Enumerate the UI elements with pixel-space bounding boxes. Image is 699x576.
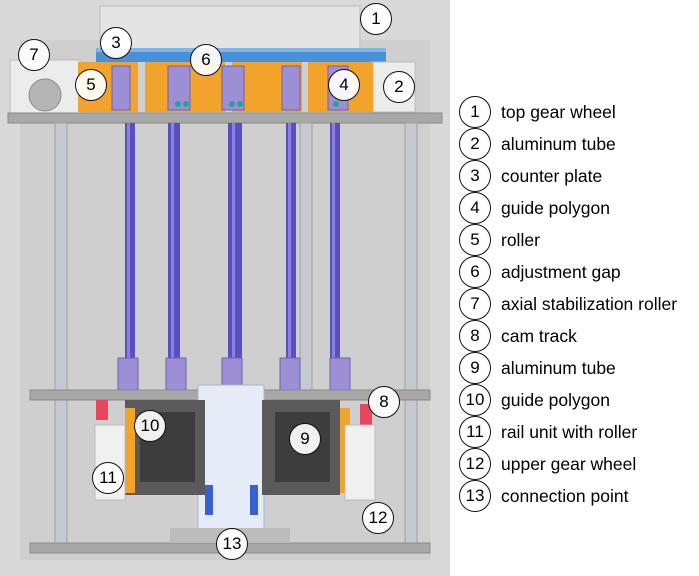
legend-number: 7	[459, 288, 491, 320]
legend-number: 9	[459, 352, 491, 384]
legend-number: 3	[459, 160, 491, 192]
callout-13: 13	[216, 528, 248, 560]
legend-label: guide polygon	[501, 389, 610, 410]
right-rail-unit	[344, 424, 376, 501]
center-connection-column	[197, 384, 265, 546]
callout-number: 11	[99, 468, 117, 487]
callout-11: 11	[92, 462, 124, 494]
legend-item: 11 rail unit with roller	[459, 416, 637, 448]
callout-6: 6	[190, 44, 222, 76]
legend-label: counter plate	[501, 165, 603, 186]
legend-item: 10 guide polygon	[459, 384, 610, 416]
callout-number: 9	[300, 429, 310, 448]
left-cam-track	[96, 400, 108, 420]
legend-label: upper gear wheel	[501, 453, 637, 474]
legend-number: 1	[459, 96, 491, 128]
legend-item: 13 connection point	[459, 480, 628, 512]
legend-label: axial stabilization roller	[501, 293, 678, 314]
legend-label: connection point	[501, 485, 629, 506]
legend-number: 10	[459, 384, 491, 416]
callout-8: 8	[368, 386, 400, 418]
callout-number: 1	[371, 9, 381, 28]
legend-number: 5	[459, 224, 491, 256]
callout-5: 5	[75, 69, 107, 101]
legend-label: adjustment gap	[501, 261, 621, 282]
legend-item: 1 top gear wheel	[459, 96, 616, 128]
legend-number: 2	[459, 128, 491, 160]
connection-inserts	[205, 485, 258, 515]
legend-number: 6	[459, 256, 491, 288]
callout-9: 9	[289, 423, 321, 455]
left-orange-strip	[125, 408, 135, 493]
callout-number: 8	[379, 392, 389, 411]
legend-item: 5 roller	[459, 224, 540, 256]
mechanism-render	[0, 0, 450, 576]
legend-item: 6 adjustment gap	[459, 256, 621, 288]
axial-roller-wheel	[28, 78, 62, 112]
legend-number: 8	[459, 320, 491, 352]
callout-number: 3	[111, 33, 121, 52]
legend-number: 11	[459, 416, 491, 448]
callout-number: 10	[140, 416, 160, 435]
legend-label: roller	[501, 229, 540, 250]
legend-label: aluminum tube	[501, 357, 616, 378]
callout-number: 6	[201, 50, 211, 69]
legend-label: cam track	[501, 325, 577, 346]
callout-number: 7	[29, 45, 39, 64]
callout-number: 12	[368, 508, 388, 527]
upper-plate	[7, 112, 443, 124]
lower-brackets	[117, 357, 351, 391]
legend-item: 4 guide polygon	[459, 192, 610, 224]
legend-item: 7 axial stabilization roller	[459, 288, 677, 320]
callout-7: 7	[18, 39, 50, 71]
legend-label: aluminum tube	[501, 133, 616, 154]
top-gear-wheel-highlight	[96, 48, 386, 52]
legend-item: 3 counter plate	[459, 160, 602, 192]
legend-label: rail unit with roller	[501, 421, 638, 442]
callout-10: 10	[134, 410, 166, 442]
support-columns	[54, 122, 418, 544]
legend-item: 8 cam track	[459, 320, 577, 352]
legend-label: guide polygon	[501, 197, 610, 218]
legend-number: 13	[459, 480, 491, 512]
callout-3: 3	[100, 27, 132, 59]
top-housing	[99, 5, 361, 55]
callout-number: 13	[222, 534, 242, 553]
callout-4: 4	[328, 69, 360, 101]
callout-number: 5	[86, 75, 96, 94]
callout-1: 1	[360, 3, 392, 35]
callout-number: 2	[394, 77, 404, 96]
callout-2: 2	[383, 71, 415, 103]
legend-item: 12 upper gear wheel	[459, 448, 636, 480]
legend-number: 12	[459, 448, 491, 480]
legend-item: 2 aluminum tube	[459, 128, 616, 160]
legend-item: 9 aluminum tube	[459, 352, 616, 384]
teal-bolts-upper	[175, 101, 339, 107]
callout-number: 4	[339, 75, 349, 94]
legend-number: 4	[459, 192, 491, 224]
callout-12: 12	[362, 502, 394, 534]
legend-label: top gear wheel	[501, 101, 616, 122]
push-rod-highlights	[127, 123, 335, 363]
